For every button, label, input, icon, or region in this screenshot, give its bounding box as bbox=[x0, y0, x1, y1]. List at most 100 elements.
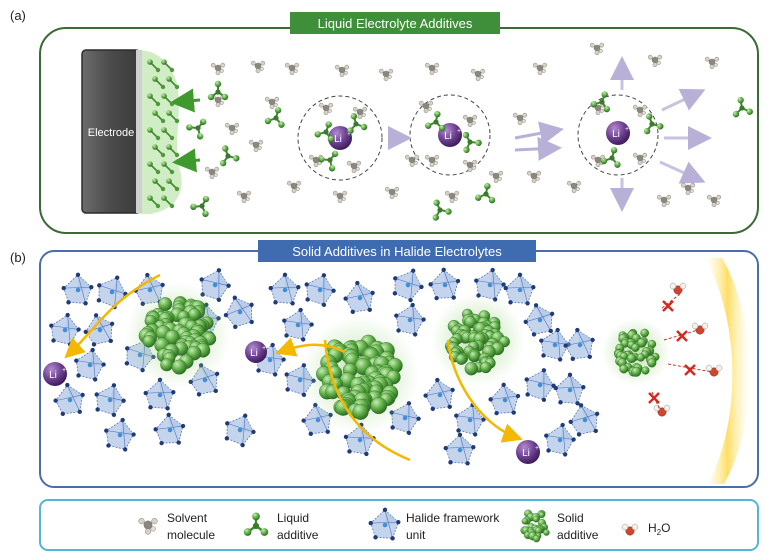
legend-label: additive bbox=[277, 528, 319, 542]
legend-label: Halide framework bbox=[406, 511, 500, 525]
water-molecule bbox=[669, 282, 687, 295]
sei-additive-unit bbox=[161, 93, 167, 99]
li-ion: Li + bbox=[328, 126, 352, 150]
sei-additive-unit bbox=[147, 195, 153, 201]
solvent-molecule bbox=[264, 96, 280, 110]
solvent-molecule bbox=[418, 100, 434, 114]
solvent-molecule bbox=[462, 114, 478, 128]
panel-b-label: (b) bbox=[10, 250, 26, 265]
electrode-label: Electrode bbox=[88, 127, 134, 139]
solvent-molecule bbox=[334, 64, 350, 78]
halide-octahedron bbox=[104, 417, 136, 452]
liquid-additives bbox=[186, 80, 753, 221]
legend-label-part: 2 bbox=[657, 528, 662, 537]
sei-additive-unit bbox=[166, 110, 172, 116]
liquid-additive bbox=[318, 150, 339, 172]
liquid-additive bbox=[643, 113, 664, 135]
solid-additive-icon bbox=[520, 509, 550, 543]
halide-octahedron bbox=[83, 313, 115, 347]
li-ion-charge: + bbox=[62, 367, 66, 374]
sei-additive-unit bbox=[152, 178, 158, 184]
solvent-molecule bbox=[470, 68, 486, 82]
liquid-additive bbox=[432, 199, 452, 221]
li-ion-charge: + bbox=[347, 131, 351, 138]
solvent-molecule bbox=[424, 154, 440, 168]
halide-octahedron bbox=[368, 507, 401, 541]
solvent-molecule bbox=[589, 42, 605, 56]
legend: Solvent molecule Liquid additive Halide … bbox=[39, 499, 759, 551]
sei-additive-unit bbox=[166, 76, 172, 82]
sei-additive-unit bbox=[166, 144, 172, 150]
solvent-molecule bbox=[444, 190, 460, 204]
solvent-molecule bbox=[318, 102, 334, 116]
panel-b: (b) Solid Additives in Halide Electrolyt… bbox=[10, 240, 759, 488]
legend-label: molecule bbox=[167, 528, 215, 542]
water-molecule bbox=[653, 404, 671, 417]
solvent-molecule bbox=[566, 180, 582, 194]
halide-octahedron bbox=[394, 302, 426, 337]
liquid-additive bbox=[347, 113, 368, 134]
solvent-molecule bbox=[236, 190, 252, 204]
solvent-molecule bbox=[378, 68, 394, 82]
halide-octahedron bbox=[428, 267, 461, 301]
electrode-edge bbox=[136, 50, 142, 213]
solvent-molecule bbox=[424, 62, 440, 76]
blocked-cross bbox=[676, 330, 688, 342]
solvent-molecule bbox=[138, 518, 158, 535]
solid-additive bbox=[301, 316, 419, 434]
sei-additive-chain bbox=[147, 59, 180, 209]
blocked-cross bbox=[662, 300, 674, 312]
solvent-molecule bbox=[250, 60, 266, 74]
water-molecule bbox=[621, 523, 639, 536]
solvent-molecule bbox=[210, 62, 226, 76]
liquid-additive bbox=[590, 91, 611, 113]
halide-octahedron bbox=[544, 422, 576, 457]
water-molecule bbox=[691, 322, 709, 335]
solid-additive bbox=[601, 317, 671, 387]
liquid-additive bbox=[475, 182, 496, 204]
legend-frame bbox=[39, 499, 759, 551]
liquid-additive bbox=[207, 80, 229, 101]
solvent-molecule bbox=[224, 122, 240, 136]
solvent-molecule-icon bbox=[138, 518, 158, 535]
solvent-molecule bbox=[404, 154, 420, 168]
li-transport-arrow bbox=[446, 339, 523, 443]
water-approach-line bbox=[661, 293, 681, 309]
sei-additive-unit bbox=[161, 59, 167, 65]
halide-octahedron bbox=[474, 267, 506, 302]
halide-octahedron bbox=[523, 303, 555, 337]
halide-octahedron bbox=[563, 327, 595, 361]
solid-additive bbox=[125, 282, 231, 388]
solid-additive-clusters bbox=[125, 282, 671, 434]
sei-additive-unit bbox=[166, 178, 172, 184]
solvent-molecule bbox=[308, 154, 324, 168]
li-ion: Li + bbox=[245, 341, 267, 363]
sei-additive-unit bbox=[152, 110, 158, 116]
li-ion-charge: + bbox=[262, 345, 266, 352]
solvent-molecule bbox=[704, 56, 720, 70]
liquid-additive bbox=[600, 147, 621, 168]
li-ion-label: Li bbox=[250, 348, 258, 359]
li-ion: Li + bbox=[606, 121, 630, 145]
liquid-additive-icon bbox=[243, 512, 269, 536]
arrow-to-electrode bbox=[170, 88, 201, 113]
solvation-shell bbox=[409, 94, 491, 176]
panel-a-title-box bbox=[290, 12, 500, 34]
panel-b-title-box bbox=[258, 240, 536, 262]
liquid-additive bbox=[462, 131, 482, 154]
halide-octahedron bbox=[61, 272, 94, 306]
sei-additive-unit bbox=[147, 93, 153, 99]
solvent-molecule bbox=[706, 194, 722, 208]
halide-octahedron bbox=[553, 372, 586, 406]
solvent-molecule bbox=[647, 54, 663, 68]
li-ion-charge: + bbox=[535, 445, 539, 452]
flow-arrow bbox=[514, 121, 564, 146]
solvent-molecule bbox=[462, 159, 478, 173]
halide-framework-icon bbox=[368, 507, 401, 541]
halide-octahedron bbox=[503, 272, 536, 306]
halide-octahedron bbox=[96, 275, 128, 310]
blocked-cross bbox=[684, 364, 696, 376]
sei-additive-unit bbox=[152, 76, 158, 82]
halide-octahedron bbox=[282, 307, 314, 342]
halide-octahedron bbox=[304, 273, 336, 307]
